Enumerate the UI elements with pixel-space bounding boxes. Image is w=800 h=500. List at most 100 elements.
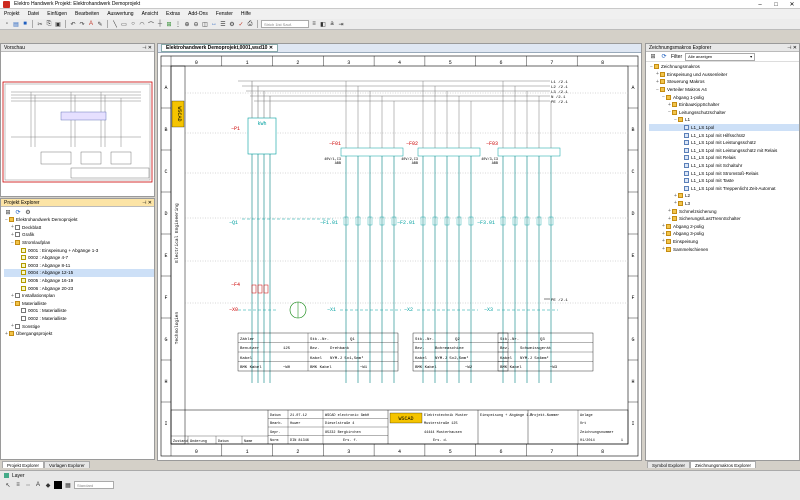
redo-icon[interactable]: ↷ bbox=[79, 21, 85, 28]
expand-all-icon[interactable]: ⊞ bbox=[5, 209, 11, 216]
expander-icon[interactable]: + bbox=[668, 208, 671, 215]
fill-icon[interactable]: ◆ bbox=[45, 482, 51, 489]
document-tab[interactable]: Elektrohandwerk Demoprojekt,0001,wsd10 ✕ bbox=[161, 44, 279, 52]
tree-item[interactable]: L1_LS 1pol mit Taste bbox=[649, 177, 799, 185]
rectangle-icon[interactable]: ▭ bbox=[121, 21, 127, 28]
tree-item[interactable]: 0001 : Materialliste bbox=[4, 307, 154, 315]
expander-icon[interactable]: + bbox=[656, 78, 659, 85]
expander-icon[interactable]: + bbox=[662, 238, 665, 245]
tree-item[interactable]: L1_LS 1pol mit Leistungsschütz bbox=[649, 139, 799, 147]
menu-item[interactable]: Auswertung bbox=[107, 11, 134, 17]
layer-icon[interactable]: ☰ bbox=[220, 21, 226, 28]
tree-item[interactable]: 0004 : Abgänge 12-15 bbox=[4, 269, 154, 277]
expander-icon[interactable]: + bbox=[662, 230, 665, 237]
font-icon[interactable]: a bbox=[330, 21, 334, 27]
zoom-out-icon[interactable]: ⊖ bbox=[193, 21, 199, 28]
panel-tab[interactable]: Vorlagen Explorer bbox=[44, 461, 90, 468]
zoom-in-icon[interactable]: ⊕ bbox=[184, 21, 190, 28]
copy-icon[interactable]: ⎘ bbox=[46, 20, 52, 27]
tree-item[interactable]: +Installationsplan bbox=[4, 292, 154, 300]
tree-item[interactable]: +Abgang 3-polig bbox=[649, 230, 799, 238]
expander-icon[interactable]: + bbox=[662, 246, 665, 253]
tree-item[interactable]: +Sonstige bbox=[4, 322, 154, 330]
tree-item[interactable]: +L3 bbox=[649, 200, 799, 208]
expander-icon[interactable]: + bbox=[656, 71, 659, 78]
menu-item[interactable]: Datei bbox=[27, 11, 40, 17]
tree-item[interactable]: +Abgang 2-polig bbox=[649, 222, 799, 230]
circle-icon[interactable]: ○ bbox=[131, 21, 135, 27]
expander-icon[interactable]: + bbox=[11, 292, 14, 299]
pin-icon[interactable]: ⊣ ✕ bbox=[787, 44, 797, 51]
tree-item[interactable]: +Einspeisung bbox=[649, 238, 799, 246]
measure-icon[interactable]: ↔ bbox=[211, 21, 217, 27]
menu-item[interactable]: Add-Ons bbox=[188, 11, 208, 17]
tree-item[interactable]: −L1 bbox=[649, 116, 799, 124]
tree-icon[interactable]: ⊞ bbox=[650, 54, 656, 60]
tree-item[interactable]: L1_LS 1pol mit Leistungsschütz mit Relai… bbox=[649, 147, 799, 155]
undo-icon[interactable]: ↶ bbox=[70, 21, 76, 28]
grid-icon[interactable]: ⋮ bbox=[175, 21, 181, 28]
tree-item[interactable]: −Elektrohandwerk Demoprojekt bbox=[4, 216, 154, 224]
menu-item[interactable]: Einfügen bbox=[47, 11, 67, 17]
pen-icon[interactable]: ✎ bbox=[97, 21, 103, 28]
tree-item[interactable]: 0001 : Einspeisung + Abgänge 1-3 bbox=[4, 246, 154, 254]
tree-item[interactable]: +Übergangsprojekt bbox=[4, 330, 154, 338]
tree-item[interactable]: L1_LS 1pol bbox=[649, 123, 799, 132]
refresh-icon[interactable]: ⟳ bbox=[15, 209, 21, 216]
new-icon[interactable]: ▫ bbox=[5, 21, 9, 27]
tree-item[interactable]: +Sammelschienen bbox=[649, 245, 799, 253]
preview-thumbnail[interactable] bbox=[1, 52, 154, 196]
pin-icon[interactable]: ⊣ ✕ bbox=[142, 44, 152, 51]
tree-item[interactable]: −Abgang 1-polig bbox=[649, 93, 799, 101]
check-icon[interactable]: ✓ bbox=[238, 21, 244, 28]
tree-item[interactable]: +Grafik bbox=[4, 231, 154, 239]
tree-item[interactable]: +L2 bbox=[649, 192, 799, 200]
panel-tab[interactable]: Projekt Explorer bbox=[2, 461, 45, 468]
expander-icon[interactable]: + bbox=[5, 330, 8, 337]
line-icon[interactable]: ╲ bbox=[113, 21, 117, 28]
line-width-icon[interactable]: ≡ bbox=[16, 482, 20, 488]
zoom-fit-icon[interactable]: ◫ bbox=[202, 21, 208, 28]
tree-item[interactable]: 0005 : Abgänge 16-19 bbox=[4, 277, 154, 285]
tree-item[interactable]: +Schmelzsicherung bbox=[649, 207, 799, 215]
line-width-icon[interactable]: ≡ bbox=[312, 21, 316, 27]
align-icon[interactable]: ⇥ bbox=[338, 21, 344, 28]
expander-icon[interactable]: − bbox=[5, 216, 8, 223]
expander-icon[interactable]: − bbox=[650, 63, 653, 70]
tree-item[interactable]: +Deckblatt bbox=[4, 224, 154, 232]
close-button[interactable]: ✕ bbox=[789, 2, 795, 8]
tree-item[interactable]: −Leitungsschutzschalter bbox=[649, 109, 799, 117]
paste-icon[interactable]: ▣ bbox=[55, 21, 61, 28]
expander-icon[interactable]: + bbox=[662, 223, 665, 230]
filter-select[interactable]: Alle anzeigen▾ bbox=[685, 52, 756, 61]
cut-icon[interactable]: ✂ bbox=[37, 21, 43, 28]
expander-icon[interactable]: + bbox=[668, 215, 671, 222]
layer-pointer-icon[interactable]: ↖ bbox=[5, 482, 11, 489]
tree-item[interactable]: +Einspeisung und Aussenleiter bbox=[649, 71, 799, 79]
tree-item[interactable]: 0002 : Abgänge 4-7 bbox=[4, 254, 154, 262]
minimize-button[interactable]: – bbox=[758, 1, 762, 8]
text-size-icon[interactable]: A bbox=[35, 482, 40, 488]
tree-item[interactable]: −Zeichnungsmakros bbox=[649, 63, 799, 71]
color-icon[interactable]: ◧ bbox=[320, 21, 326, 28]
arc-icon[interactable]: ◠ bbox=[139, 21, 145, 28]
open-icon[interactable]: ▤ bbox=[13, 21, 19, 28]
menu-item[interactable]: Hilfe bbox=[240, 11, 251, 17]
menu-item[interactable]: Fenster bbox=[215, 11, 233, 17]
tree-item[interactable]: L1_LS 1pol mit Schaltuhr bbox=[649, 162, 799, 170]
tree-item[interactable]: +EinbauKippSchalter bbox=[649, 101, 799, 109]
menu-item[interactable]: Bearbeiten bbox=[75, 11, 100, 17]
expander-icon[interactable]: + bbox=[11, 224, 14, 231]
tree-item[interactable]: −Stromlaufplan bbox=[4, 239, 154, 247]
expander-icon[interactable]: + bbox=[11, 323, 14, 330]
tree-item[interactable]: 0003 : Abgänge 8-11 bbox=[4, 262, 154, 270]
pin-icon[interactable]: ⊣ ✕ bbox=[142, 199, 152, 206]
text-icon[interactable]: A bbox=[88, 21, 93, 27]
settings-icon[interactable]: ⚙ bbox=[25, 209, 31, 216]
tree-item[interactable]: L1_LS 1pol mit Hilfsschütz bbox=[649, 131, 799, 139]
line-style-select[interactable]: Strich 1ist Sauf. bbox=[261, 20, 309, 28]
print-icon[interactable]: ⎙ bbox=[247, 20, 253, 27]
style-select[interactable]: Standard bbox=[74, 481, 114, 489]
tree-item[interactable]: L1_LS 1pol mit Stromstoß-Relais bbox=[649, 169, 799, 177]
